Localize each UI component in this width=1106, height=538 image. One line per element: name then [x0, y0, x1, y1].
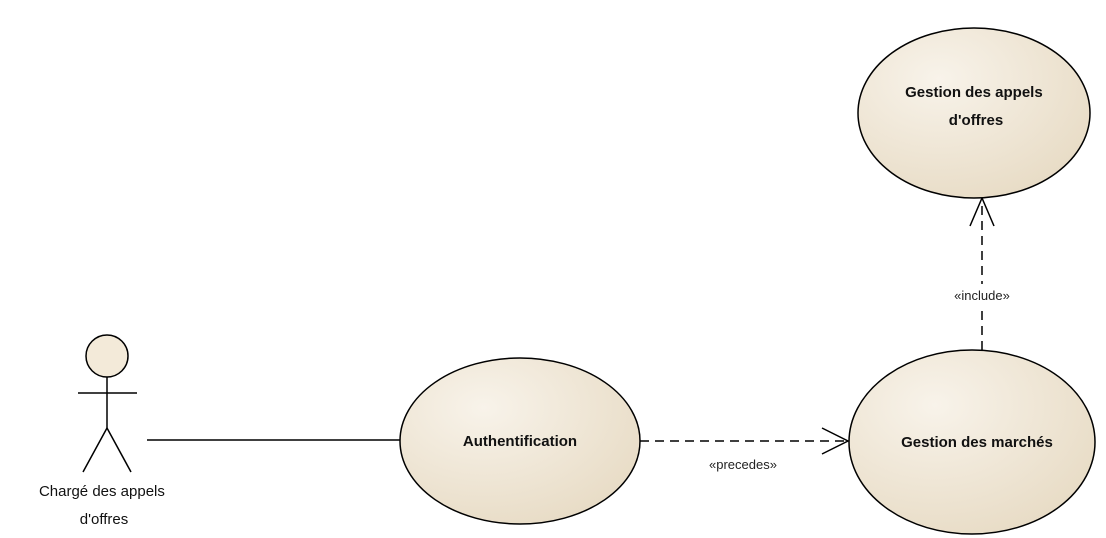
actor-charge-des-appels[interactable]: Chargé des appels d'offres [39, 334, 169, 528]
use-case-authentification-label: Authentification [463, 433, 577, 450]
use-case-gestion-appels-label: Gestion des appels d'offres [905, 84, 1047, 129]
actor-label-line-2: d'offres [80, 511, 128, 528]
precedes-dependency: «precedes» [640, 427, 850, 472]
include-dependency: «include» [934, 196, 1032, 350]
actor-head [85, 334, 129, 378]
actor-label: Chargé des appels d'offres [39, 483, 169, 528]
precedes-label: «precedes» [709, 457, 777, 472]
precedes-arrowhead [821, 427, 850, 455]
use-case-gestion-marches[interactable]: Gestion des marchés [848, 349, 1096, 535]
actor-left-leg [82, 427, 108, 473]
use-case-gestion-marches-line-1: Gestion des marchés [901, 434, 1053, 451]
use-case-gestion-appels-line-2: d'offres [949, 112, 1003, 129]
use-case-gestion-marches-ellipse [848, 349, 1096, 535]
use-case-authentification-line-1: Authentification [463, 433, 577, 450]
use-case-gestion-marches-label: Gestion des marchés [901, 434, 1053, 451]
include-label-bg [934, 284, 1032, 306]
use-case-authentification[interactable]: Authentification [399, 357, 641, 525]
actor-label-line-1: Chargé des appels [39, 483, 165, 500]
use-case-gestion-appels-line-1: Gestion des appels [905, 84, 1043, 101]
use-case-gestion-appels[interactable]: Gestion des appels d'offres [857, 27, 1091, 199]
use-case-gestion-appels-ellipse [857, 27, 1091, 199]
actor-right-leg [106, 427, 132, 473]
include-label: «include» [954, 288, 1010, 303]
